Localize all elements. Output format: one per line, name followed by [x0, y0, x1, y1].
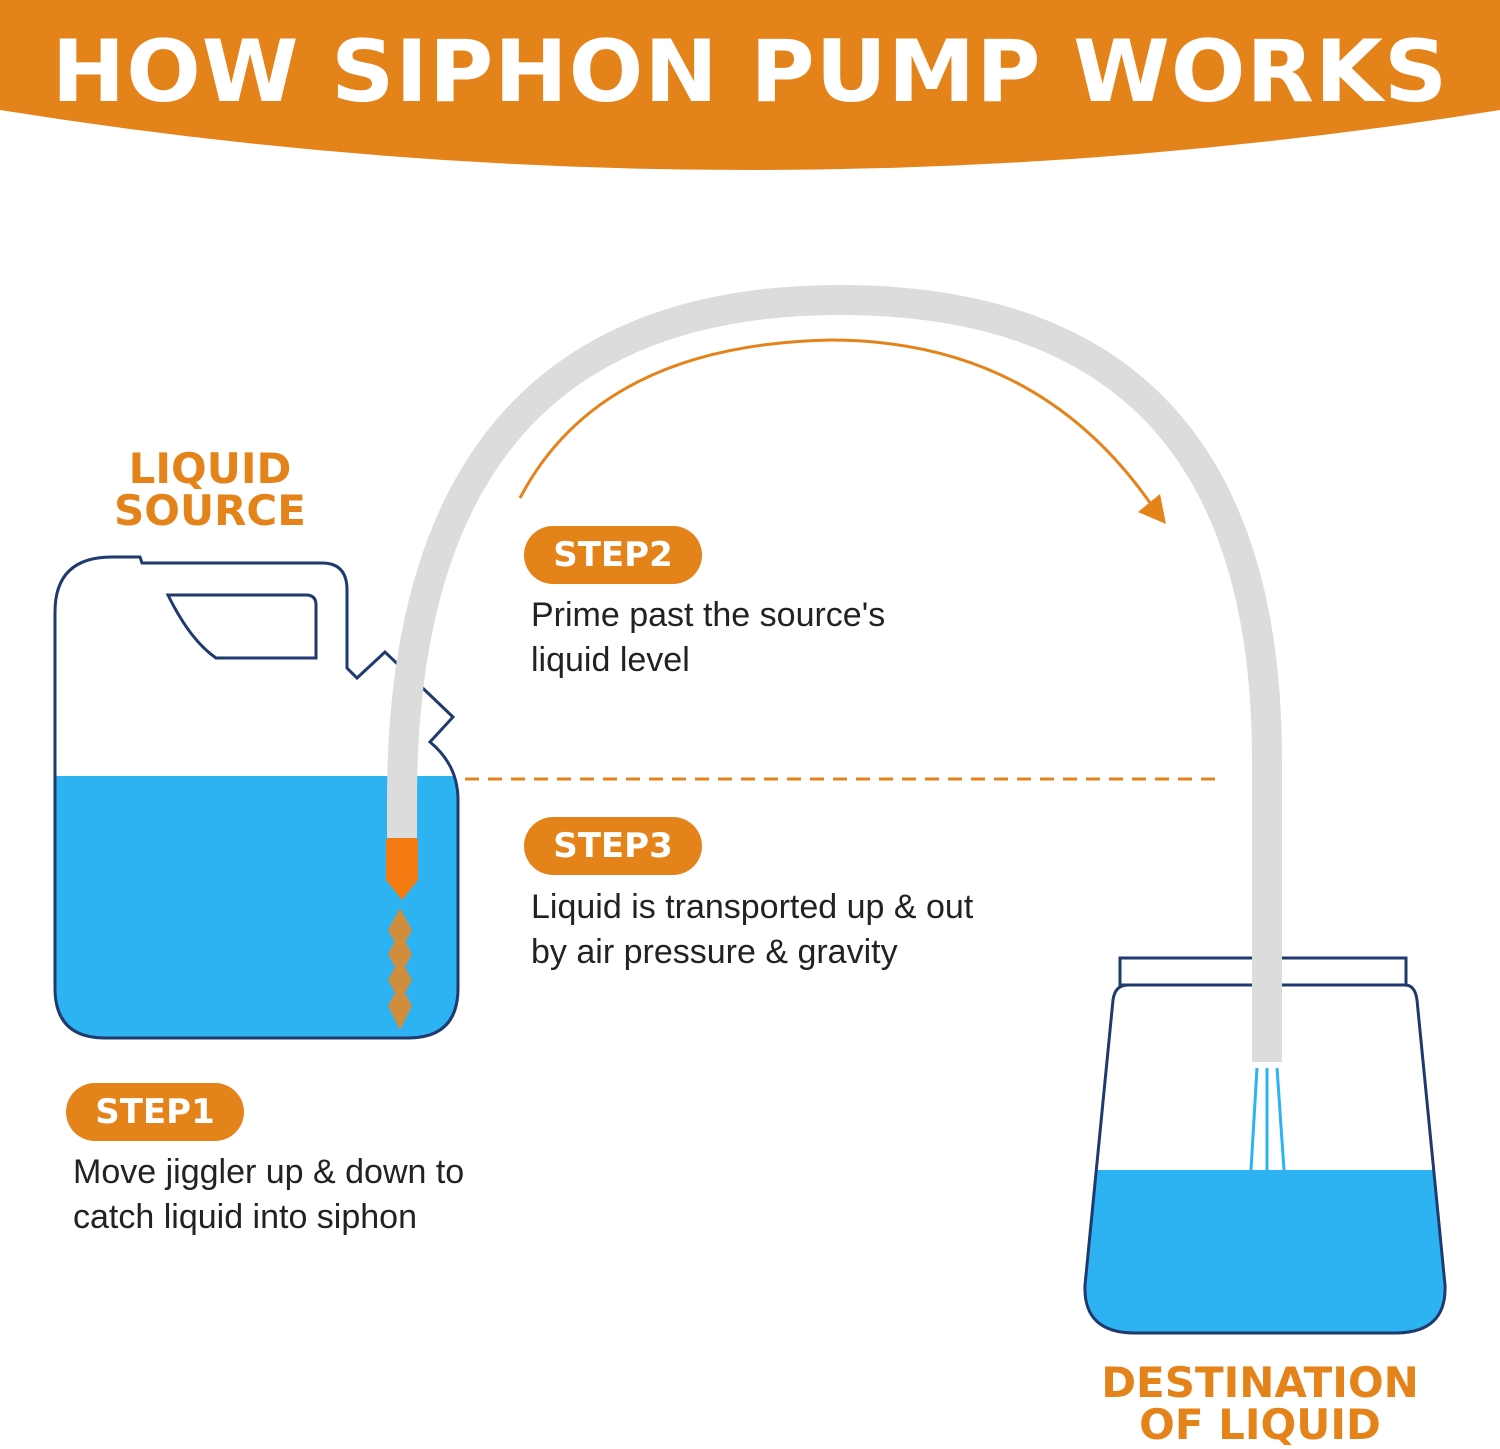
step2-line1: Prime past the source's: [531, 596, 886, 634]
destination-label-line2: OF LIQUID: [1139, 1400, 1381, 1449]
step1-description: Move jiggler up & down to catch liquid i…: [73, 1150, 464, 1240]
liquid-stream: [1249, 1067, 1286, 1171]
step2-badge: STEP2: [524, 526, 702, 584]
liquid-source-label-line1: LIQUID: [128, 444, 292, 493]
step2-line2: liquid level: [531, 641, 690, 679]
step3-line2: by air pressure & gravity: [531, 933, 898, 971]
destination-liquid: [1084, 1170, 1446, 1333]
destination-label-line1: DESTINATION: [1101, 1358, 1419, 1407]
step1-line1: Move jiggler up & down to: [73, 1153, 465, 1191]
step3-badge: STEP3: [524, 817, 702, 875]
siphon-tube: [387, 284, 1282, 1062]
flow-direction-arrow: [518, 338, 1166, 524]
liquid-source-label-line2: SOURCE: [114, 486, 306, 535]
title-banner: [0, 0, 1500, 170]
up-down-arrows-icon: [388, 908, 412, 1030]
step1-line2: catch liquid into siphon: [73, 1198, 418, 1236]
step3-description: Liquid is transported up & out by air pr…: [531, 885, 973, 975]
step1-badge: STEP1: [66, 1083, 244, 1141]
can-handle: [165, 593, 318, 660]
destination-label: DESTINATION OF LIQUID: [1060, 1362, 1460, 1446]
step2-description: Prime past the source's liquid level: [531, 593, 885, 683]
step3-line1: Liquid is transported up & out: [531, 888, 974, 926]
jiggler-valve: [386, 838, 418, 900]
page-title: HOW SIPHON PUMP WORKS: [51, 22, 1449, 122]
liquid-source-label: LIQUID SOURCE: [90, 448, 330, 532]
source-container: [53, 555, 460, 1040]
destination-container: [1083, 956, 1447, 1335]
